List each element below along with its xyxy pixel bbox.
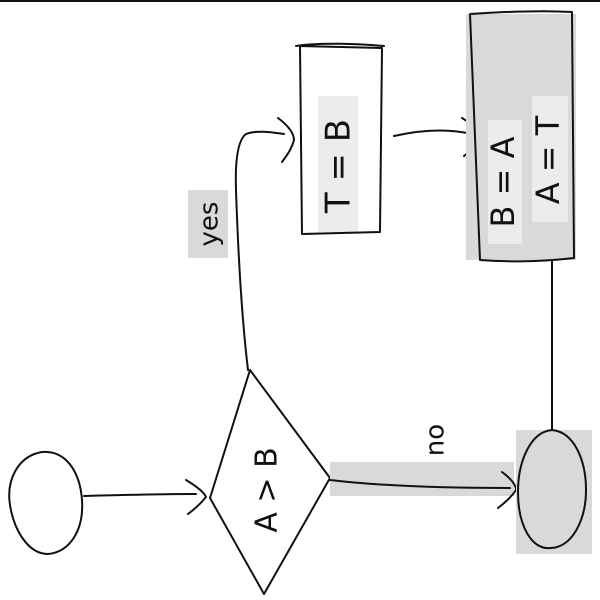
assign-t-box[interactable] [295,42,385,235]
edge-decision-to-end [329,479,511,489]
end-terminal-highlight [516,430,592,554]
no-label: no [421,424,451,456]
yes-label-highlight [188,190,228,258]
start-terminal[interactable] [8,450,84,555]
arrowhead-start-to-decision [185,479,207,515]
decision-label: A > B [250,447,285,532]
edge-assign-to-swap [393,129,473,137]
edge-decision-to-assign [234,130,285,371]
swap-line1: B = A [484,136,522,227]
arrowhead-yes [277,117,295,163]
no-edge-highlight [330,462,514,496]
decision-diamond[interactable] [209,369,331,595]
assign-t-label: T = B [319,119,359,214]
assign-t-highlight [318,96,358,232]
swap-line1-highlight [488,120,522,244]
yes-label: yes [195,202,225,247]
edge-start-to-decision [83,493,197,497]
end-terminal[interactable] [517,429,587,550]
swap-box[interactable] [469,10,575,263]
swap-line2: A = T [529,115,567,204]
swap-line2-highlight [532,96,568,222]
